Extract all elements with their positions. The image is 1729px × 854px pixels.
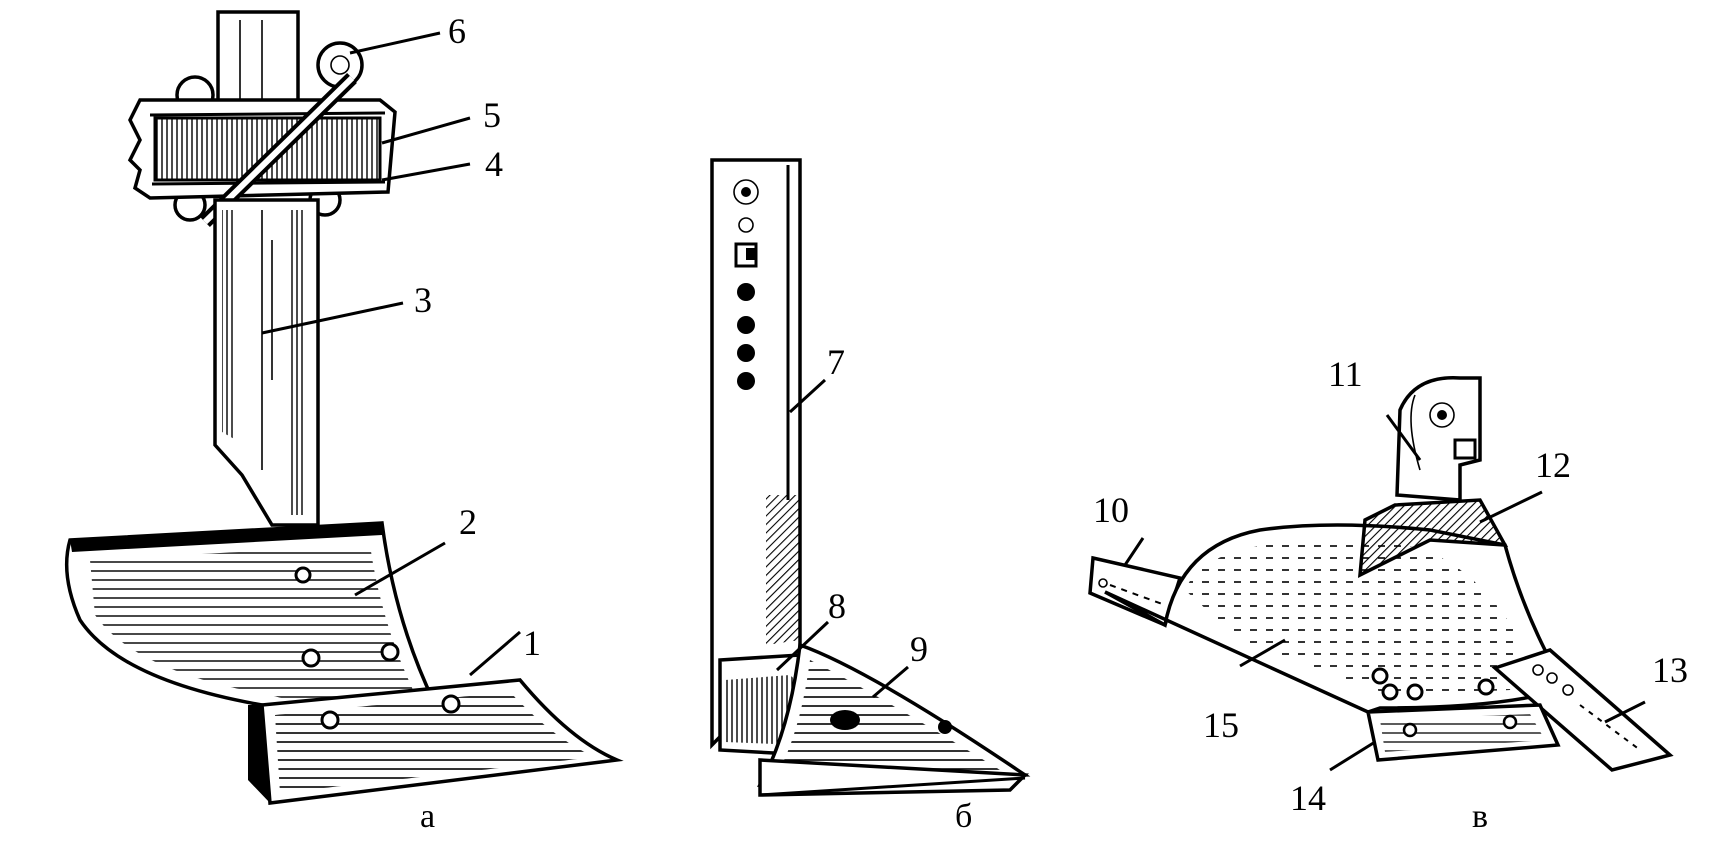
leader-11: [1385, 414, 1422, 461]
leader-13: [1604, 700, 1646, 724]
plough-body-b: [710, 158, 1031, 797]
leader-15: [1239, 638, 1286, 668]
base-plate: [758, 758, 1030, 797]
part-number-12: 12: [1535, 445, 1571, 485]
part-number-10: 10: [1093, 490, 1129, 530]
caption-a: а: [420, 798, 435, 835]
leader-10: [1123, 537, 1145, 566]
part-number-11: 11: [1328, 354, 1363, 394]
leader-12: [1479, 490, 1543, 524]
leader-3: [261, 301, 404, 335]
part-number-8: 8: [828, 586, 846, 626]
leader-1: [469, 630, 521, 677]
part-number-7: 7: [827, 342, 845, 382]
post-top: [216, 10, 300, 109]
part-number-6: 6: [448, 11, 466, 51]
wedge-12: [1357, 498, 1509, 578]
part-number-13: 13: [1652, 650, 1688, 690]
leader-9: [872, 665, 909, 699]
part-number-1: 1: [523, 623, 541, 663]
plough-body-a: [64, 10, 624, 805]
clamp-plate: [153, 116, 382, 182]
part-number-labels: 1 2 3 4 5 6 7 8 9 10 11 12 13 14 15: [414, 11, 1688, 818]
part-number-3: 3: [414, 280, 432, 320]
leader-lines: [261, 31, 1646, 772]
stand-11: [1395, 376, 1482, 502]
part-number-15: 15: [1203, 705, 1239, 745]
caption-b: б: [955, 798, 972, 835]
plough-body-c: [1088, 376, 1674, 772]
part-number-2: 2: [459, 502, 477, 542]
caption-c: в: [1472, 798, 1488, 835]
leader-6: [349, 31, 441, 55]
leader-2: [354, 541, 446, 597]
part-number-9: 9: [910, 629, 928, 669]
leader-14: [1329, 740, 1376, 772]
leader-7: [788, 378, 827, 414]
part-number-14: 14: [1290, 778, 1326, 818]
leader-8: [775, 620, 830, 672]
captions: а б в: [420, 798, 1488, 835]
leader-4: [381, 162, 471, 182]
part-number-4: 4: [485, 144, 503, 184]
part-number-5: 5: [483, 95, 501, 135]
leader-5: [381, 116, 471, 145]
